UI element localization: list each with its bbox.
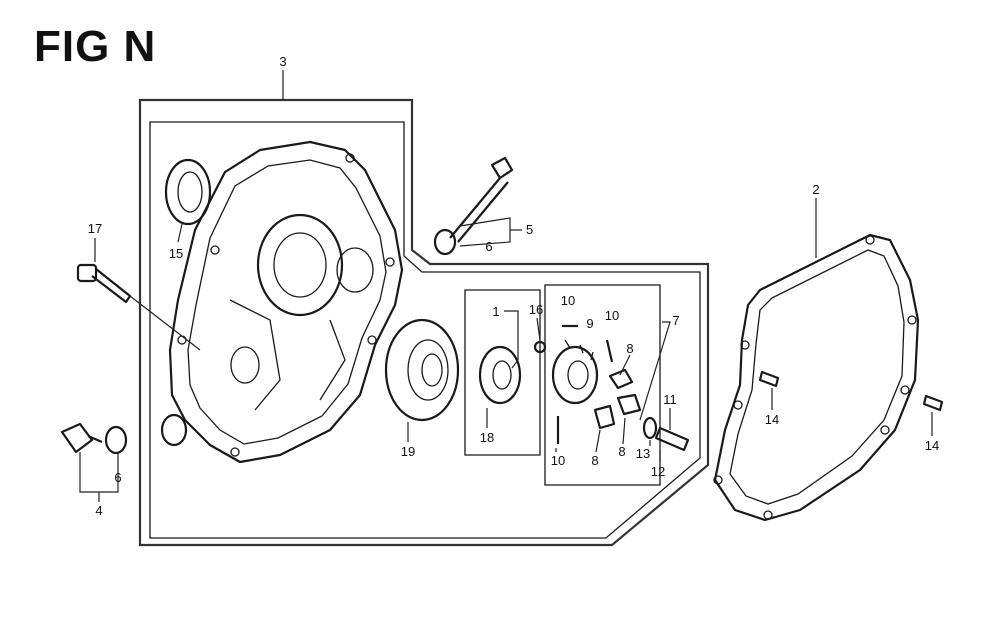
callout-10-top-left: 10 — [561, 293, 575, 308]
bearing-18-box — [464, 289, 541, 456]
ball-bearing-19 — [384, 318, 460, 422]
leader-lines — [79, 70, 933, 502]
washer-13 — [642, 416, 658, 440]
oil-seal-15 — [164, 158, 212, 226]
dowel-pin-14a — [758, 370, 780, 388]
shaft-11 — [654, 426, 690, 452]
nut-16 — [533, 340, 547, 354]
callout-2: 2 — [812, 182, 819, 197]
crankcase-cover — [168, 140, 404, 464]
callout-6-lower: 6 — [114, 470, 121, 485]
callout-7: 7 — [672, 313, 679, 328]
callout-12: 12 — [651, 464, 665, 479]
drain-plug-4 — [60, 413, 188, 455]
oil-filler-cap-5 — [433, 156, 514, 256]
callout-8-bottom-left: 8 — [591, 453, 598, 468]
callout-10-top-right: 10 — [605, 308, 619, 323]
callout-8-bottom-right: 8 — [618, 444, 625, 459]
callout-19: 19 — [401, 444, 415, 459]
oil-pump-rotor-9 — [551, 339, 599, 405]
callout-14-right: 14 — [925, 438, 939, 453]
pins-10 — [556, 324, 614, 444]
callout-1: 1 — [492, 304, 499, 319]
callout-10-bottom: 10 — [551, 453, 565, 468]
callout-17: 17 — [88, 221, 102, 236]
callout-14-left: 14 — [765, 412, 779, 427]
callout-8-upper: 8 — [626, 341, 633, 356]
callout-9: 9 — [586, 316, 593, 331]
dowel-pin-14b — [922, 394, 944, 412]
callout-6-upper: 6 — [485, 239, 492, 254]
callout-18: 18 — [480, 430, 494, 445]
callout-5: 5 — [526, 222, 533, 237]
callout-4: 4 — [95, 503, 102, 518]
assembly-3-inner-outline — [149, 121, 701, 539]
ball-bearing-18 — [478, 345, 522, 405]
callout-3: 3 — [279, 54, 286, 69]
callout-15: 15 — [169, 246, 183, 261]
assembly-3-outline — [138, 98, 710, 547]
callout-labels: 3 15 17 5 6 2 1 16 10 9 10 7 8 11 14 14 … — [88, 54, 939, 518]
callout-11: 11 — [663, 392, 677, 407]
callout-13: 13 — [636, 446, 650, 461]
bolt-17 — [76, 263, 132, 304]
callout-16: 16 — [529, 302, 543, 317]
figure-title: FIG N — [34, 22, 157, 71]
oil-pump-group-box — [544, 284, 661, 486]
gasket-2 — [713, 233, 920, 522]
pump-parts-8 — [593, 368, 642, 430]
